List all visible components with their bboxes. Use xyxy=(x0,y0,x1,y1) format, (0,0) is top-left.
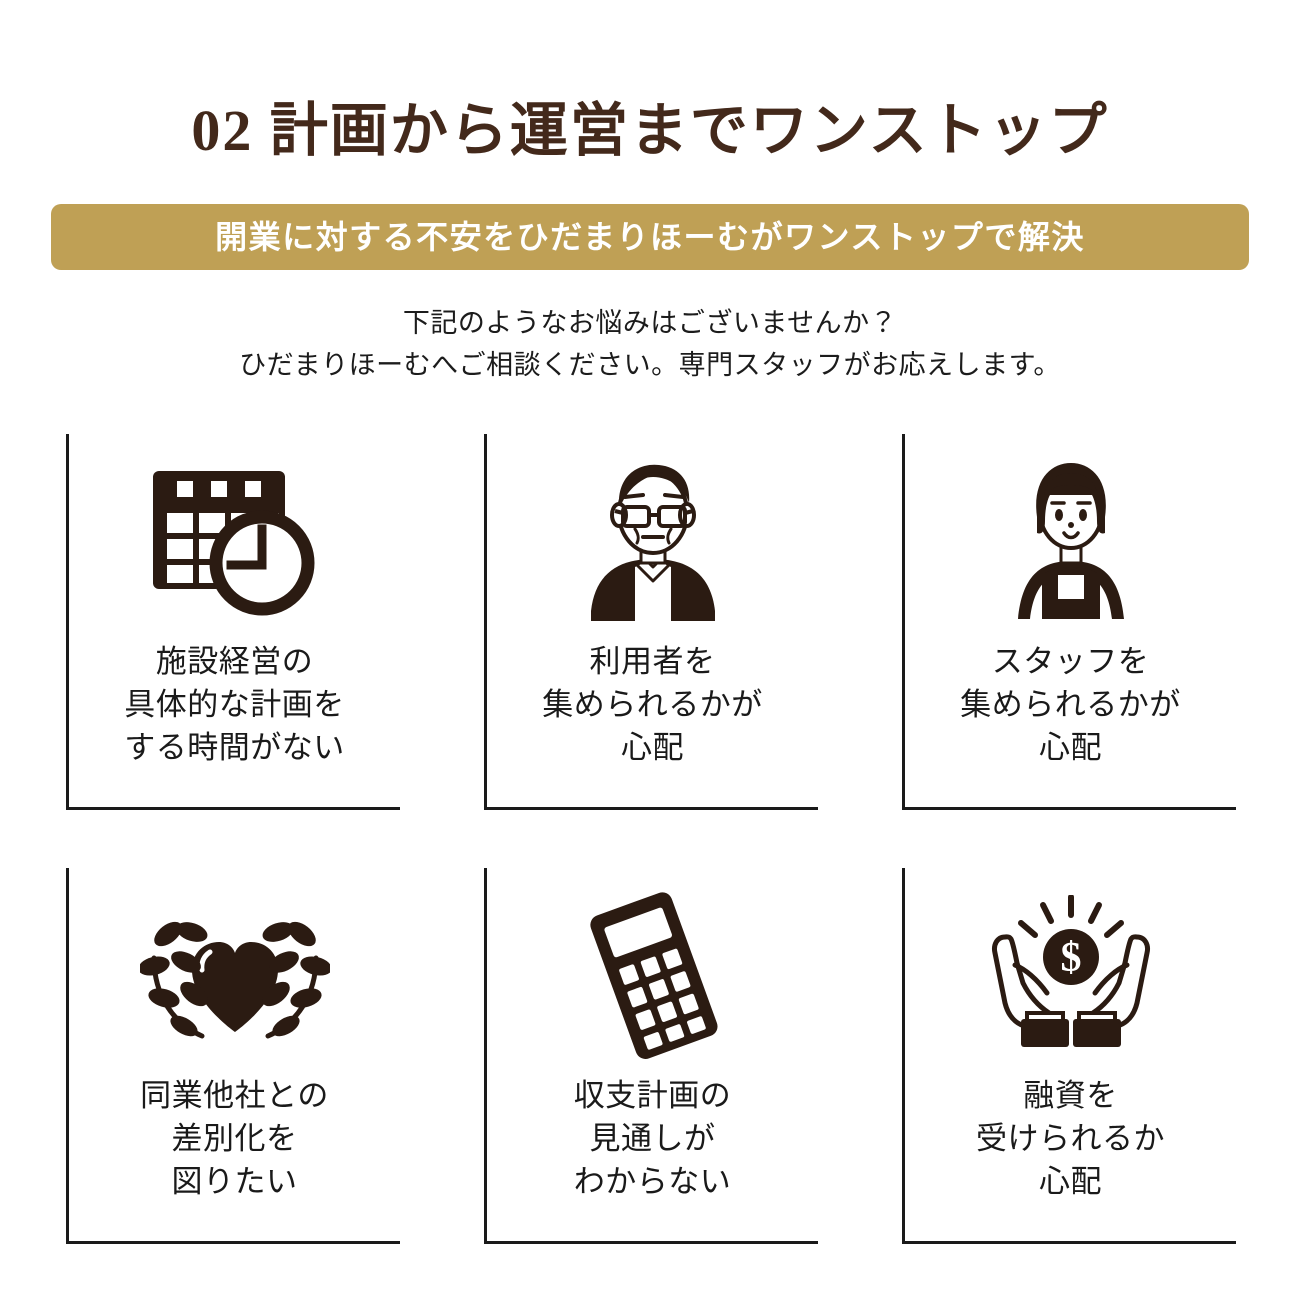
caption-line: 利用者を xyxy=(589,644,716,679)
concern-card-caption: 同業他社との 差別化を 図りたい xyxy=(69,1068,400,1241)
concern-card: 同業他社との 差別化を 図りたい xyxy=(66,868,400,1244)
caption-line: 収支計画の xyxy=(573,1078,732,1113)
caption-line: 具体的な計画を xyxy=(124,687,345,722)
svg-text:$: $ xyxy=(1060,935,1081,981)
concern-card-caption: 施設経営の 具体的な計画を する時間がない xyxy=(69,634,400,807)
caption-line: 受けられるか xyxy=(976,1121,1165,1156)
concern-card: 収支計画の 見通しが わからない xyxy=(484,868,818,1244)
caption-line: 差別化を xyxy=(171,1121,298,1156)
concerns-grid: 施設経営の 具体的な計画を する時間がない xyxy=(66,434,1236,1244)
caption-line: 心配 xyxy=(1039,730,1102,765)
concern-card-caption: 融資を 受けられるか 心配 xyxy=(905,1068,1236,1241)
concern-card: $ 融資を 受けられるか 心配 xyxy=(902,868,1236,1244)
caption-line: わからない xyxy=(573,1164,732,1199)
concern-card-caption: スタッフを 集められるかが 心配 xyxy=(905,634,1236,807)
calculator-icon xyxy=(487,868,818,1068)
concern-card: 施設経営の 具体的な計画を する時間がない xyxy=(66,434,400,810)
page-title: 02 計画から運営までワンストップ xyxy=(191,98,1109,163)
caption-line: 図りたい xyxy=(171,1164,298,1199)
lead-line-1: 下記のようなお悩みはございませんか？ xyxy=(402,308,898,338)
caption-line: 集められるかが xyxy=(542,687,763,722)
caption-line: 心配 xyxy=(1039,1164,1102,1199)
heart-laurel-wreath-icon xyxy=(69,868,400,1068)
concern-card-caption: 利用者を 集められるかが 心配 xyxy=(487,634,818,807)
hands-holding-money-icon: $ xyxy=(905,868,1236,1068)
lead-line-2: ひだまりほーむへご相談ください。専門スタッフがお応えします。 xyxy=(239,350,1061,380)
caption-line: 融資を xyxy=(1023,1078,1118,1113)
highlight-banner-text: 開業に対する不安をひだまりほーむがワンストップで解決 xyxy=(215,219,1085,255)
caption-line: 施設経営の xyxy=(155,644,314,679)
woman-apron-staff-icon xyxy=(905,434,1236,634)
concern-card: 利用者を 集められるかが 心配 xyxy=(484,434,818,810)
elderly-man-glasses-icon xyxy=(487,434,818,634)
caption-line: 同業他社との xyxy=(140,1078,329,1113)
caption-line: する時間がない xyxy=(124,730,345,765)
caption-line: 集められるかが xyxy=(960,687,1181,722)
concern-card: スタッフを 集められるかが 心配 xyxy=(902,434,1236,810)
concern-card-caption: 収支計画の 見通しが わからない xyxy=(487,1068,818,1241)
lead-copy: 下記のようなお悩みはございませんか？ ひだまりほーむへご相談ください。専門スタッ… xyxy=(0,302,1300,386)
highlight-banner: 開業に対する不安をひだまりほーむがワンストップで解決 xyxy=(51,204,1249,270)
calendar-clock-icon xyxy=(69,434,400,634)
caption-line: 見通しが xyxy=(589,1121,716,1156)
caption-line: スタッフを xyxy=(991,644,1150,679)
caption-line: 心配 xyxy=(621,730,684,765)
